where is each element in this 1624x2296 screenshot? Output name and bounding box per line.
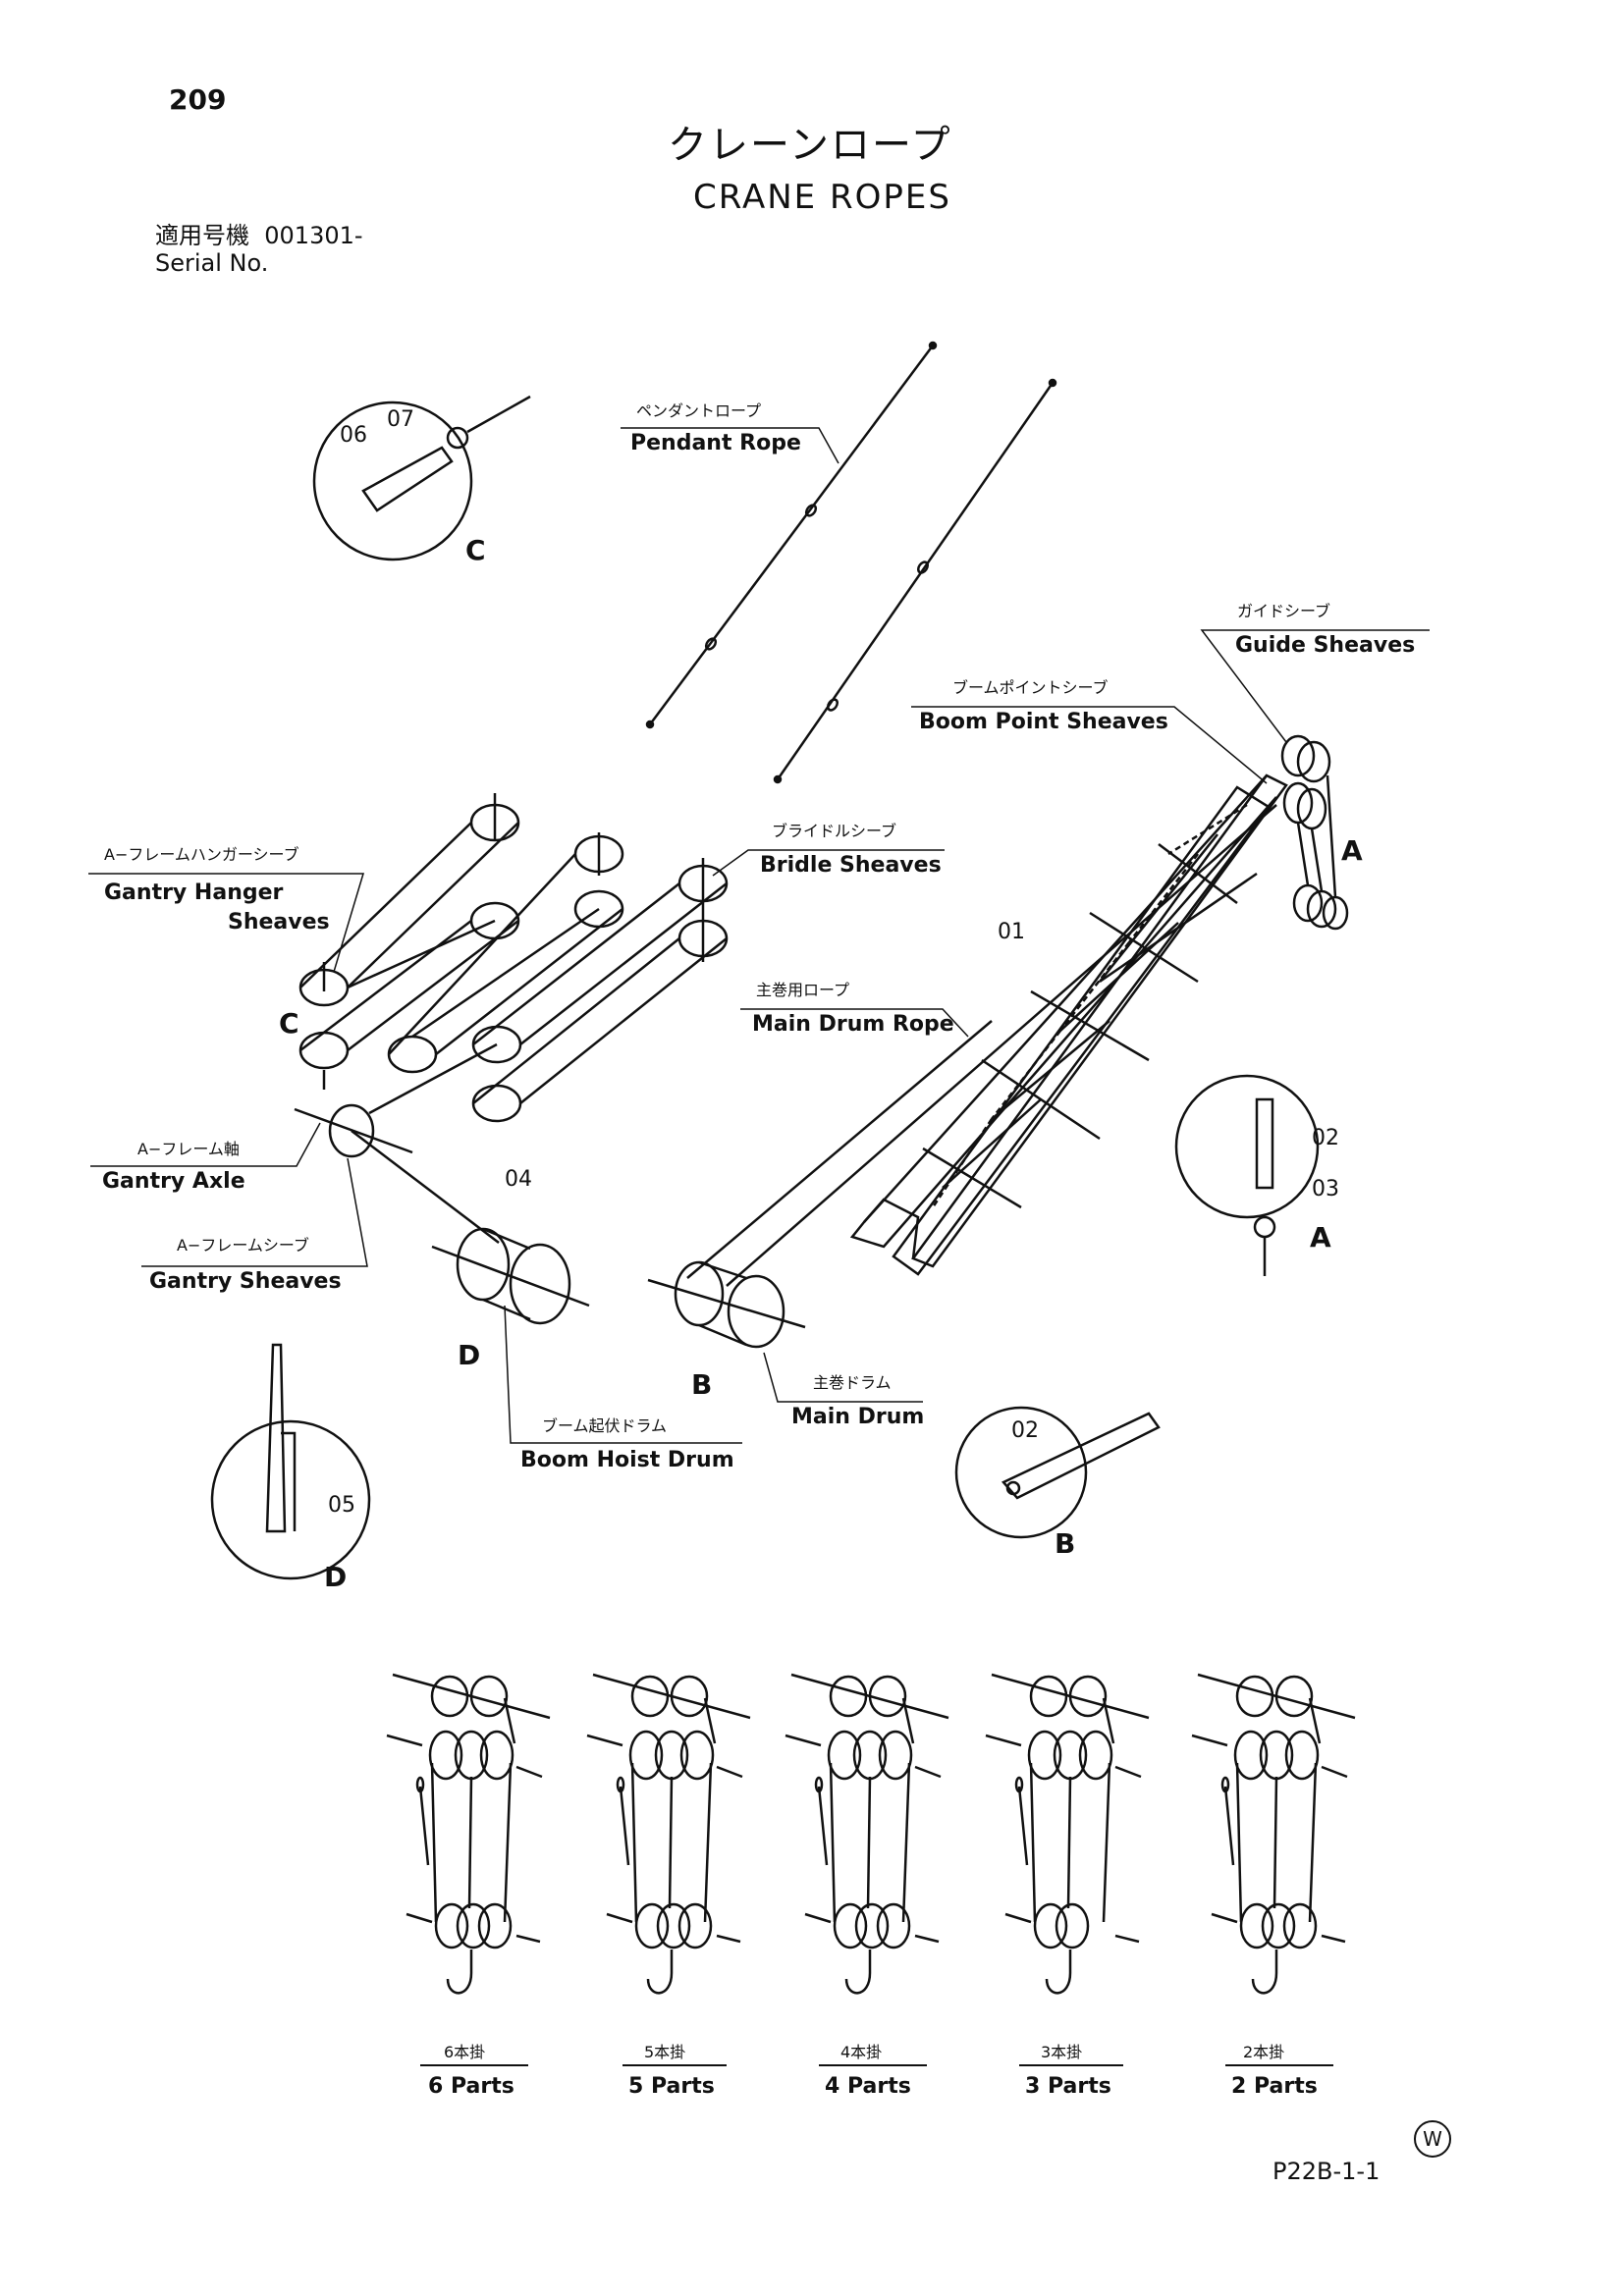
- gantry-hanger-sheaves-label: Gantry Hanger: [104, 881, 284, 905]
- page-title-japanese: クレーンロープ: [668, 123, 952, 168]
- callout-02-detail-b: 02: [1011, 1418, 1039, 1443]
- reeving-2-parts-label: 2 Parts: [1231, 2074, 1318, 2099]
- boom-hoist-drum-label: Boom Hoist Drum: [520, 1448, 734, 1472]
- detail-c-drawing: [312, 395, 531, 561]
- pendant-rope-label: Pendant Rope: [630, 431, 801, 455]
- gantry-axle-drawing: [294, 804, 1277, 1287]
- boom-point-sheaves-drawing: [1280, 734, 1349, 931]
- serial-label-english: Serial No.: [155, 249, 269, 277]
- main-drum-rope-label-jp: 主巻用ロープ: [756, 981, 849, 999]
- gantry-hanger-sheaves-label-line2: Sheaves: [228, 910, 330, 934]
- detail-a-letter: A: [1310, 1221, 1331, 1254]
- callout-03: 03: [1312, 1177, 1339, 1201]
- gantry-hanger-sheaves-label-jp: A−フレームハンガーシーブ: [104, 845, 299, 864]
- reeving-2-parts-label-jp: 2本掛: [1243, 2043, 1284, 2061]
- main-drum-drawing: [647, 1260, 806, 1349]
- detail-c-letter: C: [465, 534, 486, 566]
- callout-06: 06: [340, 423, 367, 448]
- serial-label: 適用号機 001301-: [155, 224, 363, 247]
- reeving-sketch-1: [386, 1673, 551, 1995]
- boom-point-sheaves-label: Boom Point Sheaves: [919, 710, 1168, 734]
- detail-b-letter: B: [1055, 1527, 1075, 1560]
- callout-04: 04: [505, 1167, 532, 1192]
- gantry-bridle-sheaves-drawing: [298, 793, 729, 1123]
- detail-a-marker: A: [1341, 834, 1363, 867]
- reeving-3-parts-label-jp: 3本掛: [1041, 2043, 1082, 2061]
- reeving-sketch-3: [785, 1673, 949, 1995]
- serial-number-value: 001301-: [264, 222, 363, 249]
- reeving-4-parts-label: 4 Parts: [825, 2074, 911, 2099]
- reeving-6-parts-label-jp: 6本掛: [444, 2043, 485, 2061]
- gantry-sheaves-label: Gantry Sheaves: [149, 1269, 342, 1294]
- reeving-sketch-4: [985, 1673, 1150, 1995]
- main-drum-label-jp: 主巻ドラム: [813, 1373, 892, 1392]
- pendant-rope-label-jp: ペンダントロープ: [636, 401, 761, 420]
- gantry-axle-label-jp: A−フレーム軸: [137, 1140, 240, 1158]
- gantry-sheaves-label-jp: A−フレームシーブ: [177, 1236, 309, 1255]
- callout-07: 07: [387, 407, 414, 432]
- pendant-rope-drawing: [645, 341, 1057, 784]
- watermark-symbol: W: [1414, 2120, 1451, 2158]
- detail-c-marker: C: [279, 1007, 299, 1040]
- reeving-5-parts-label: 5 Parts: [628, 2074, 715, 2099]
- boom-point-sheaves-label-jp: ブームポイントシーブ: [952, 678, 1109, 697]
- detail-d-drawing: [210, 1343, 371, 1580]
- page-number: 209: [169, 83, 227, 116]
- footer-code: P22B-1-1: [1272, 2158, 1380, 2185]
- page-title: CRANE ROPES: [693, 178, 951, 217]
- detail-b-marker: B: [691, 1368, 712, 1401]
- detail-a-drawing: [1174, 1074, 1320, 1276]
- reeving-diagrams-drawing: [386, 1673, 1356, 1995]
- serial-label-japanese: 適用号機: [155, 222, 249, 249]
- gantry-axle-label: Gantry Axle: [102, 1169, 245, 1194]
- main-drum-label: Main Drum: [791, 1405, 924, 1429]
- callout-05: 05: [328, 1493, 355, 1518]
- reeving-4-parts-label-jp: 4本掛: [840, 2043, 882, 2061]
- detail-b-drawing: [954, 1406, 1161, 1539]
- diagram-labels: ペンダントロープ Pendant Rope ガイドシーブ Guide Sheav…: [88, 401, 1430, 2099]
- reeving-sketch-5: [1191, 1673, 1356, 1995]
- callout-02-detail-a: 02: [1312, 1126, 1339, 1150]
- reeving-6-parts-label: 6 Parts: [428, 2074, 514, 2099]
- callout-01: 01: [998, 920, 1025, 944]
- bridle-sheaves-label: Bridle Sheaves: [760, 853, 942, 878]
- main-drum-rope-label: Main Drum Rope: [752, 1012, 954, 1037]
- detail-d-marker: D: [458, 1339, 480, 1371]
- reeving-sketch-2: [586, 1673, 751, 1995]
- guide-sheaves-label: Guide Sheaves: [1235, 633, 1415, 658]
- bridle-sheaves-label-jp: ブライドルシーブ: [772, 822, 896, 840]
- detail-d-letter: D: [324, 1561, 347, 1593]
- reeving-5-parts-label-jp: 5本掛: [644, 2043, 685, 2061]
- boom-hoist-drum-drawing: [431, 1227, 590, 1325]
- reeving-3-parts-label: 3 Parts: [1025, 2074, 1111, 2099]
- guide-sheaves-label-jp: ガイドシーブ: [1237, 602, 1330, 620]
- boom-hoist-drum-label-jp: ブーム起伏ドラム: [542, 1416, 667, 1435]
